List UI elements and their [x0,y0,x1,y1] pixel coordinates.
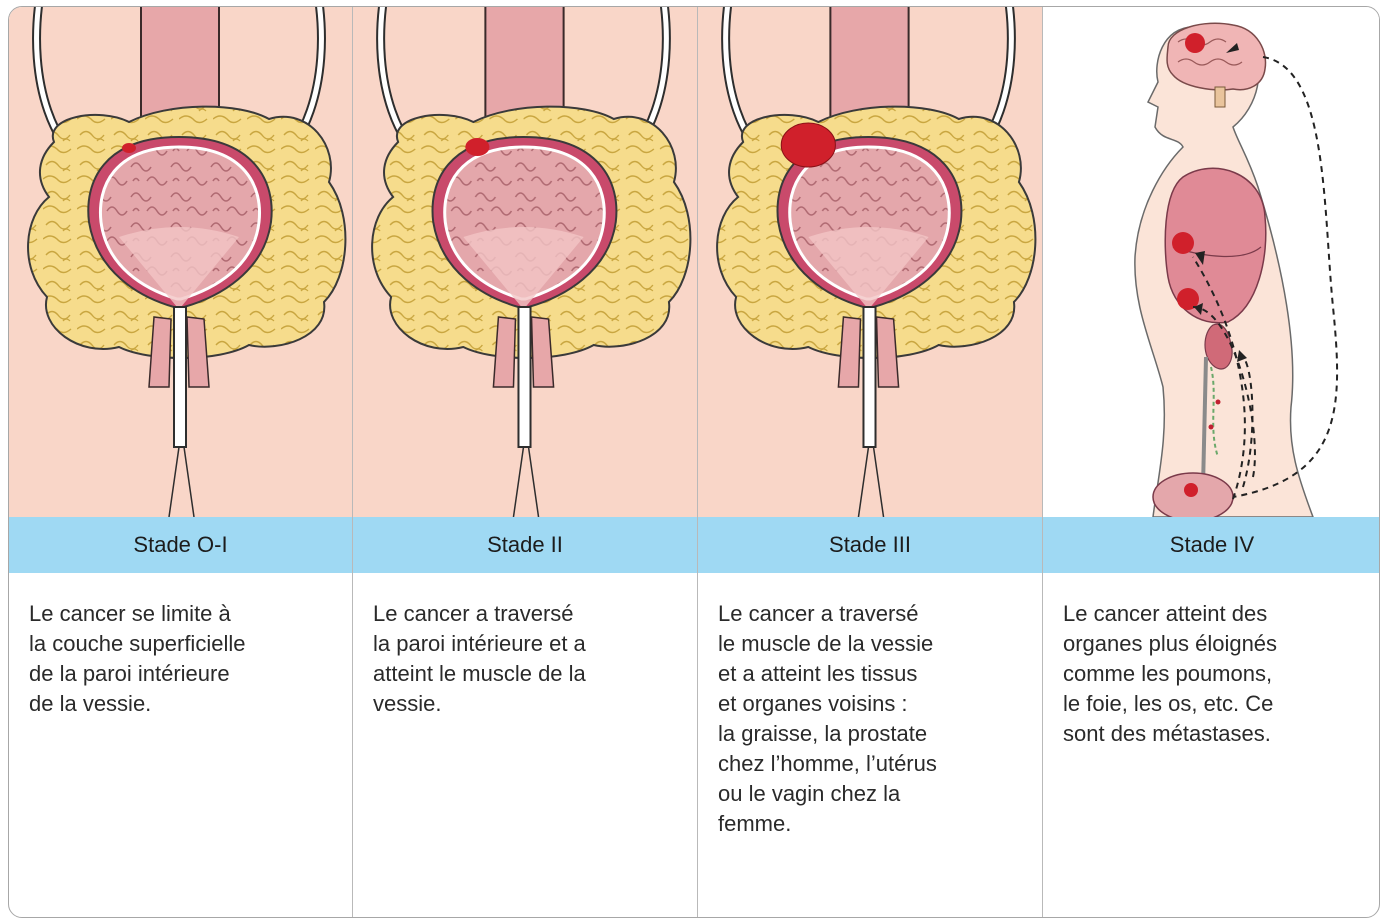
stage-2-description: Le cancer a traversé la paroi intérieure… [373,599,685,719]
stage-3-title-band: Stade III [698,517,1042,573]
stage-4-description: Le cancer atteint des organes plus éloig… [1063,599,1369,749]
stage-column-1: Stade O-I Le cancer se limite à la couch… [9,7,352,918]
stage-column-3: Stade III Le cancer a traversé le muscle… [698,7,1042,918]
tumor-icon [465,138,489,156]
stage-3-illustration [698,7,1042,517]
stage-1-title: Stade O-I [133,532,227,558]
stage-4-illustration [1043,7,1380,517]
stage-4-title-band: Stade IV [1043,517,1380,573]
stage-1-description: Le cancer se limite à la couche superfic… [29,599,340,719]
diagram-panel: Stade O-I Le cancer se limite à la couch… [8,6,1380,918]
stage-2-title: Stade II [487,532,563,558]
stage-3-description: Le cancer a traversé le muscle de la ves… [718,599,1030,839]
stage-1-illustration [9,7,352,517]
tumor-icon [122,143,136,153]
stage-column-2: Stade II Le cancer a traversé la paroi i… [353,7,697,918]
stage-2-illustration [353,7,697,517]
stage-2-title-band: Stade II [353,517,697,573]
stage-4-title: Stade IV [1170,532,1254,558]
stage-3-title: Stade III [829,532,911,558]
stage-column-4: Stade IV Le cancer atteint des organes p… [1043,7,1380,918]
stage-1-title-band: Stade O-I [9,517,352,573]
tumor-icon [781,123,835,167]
